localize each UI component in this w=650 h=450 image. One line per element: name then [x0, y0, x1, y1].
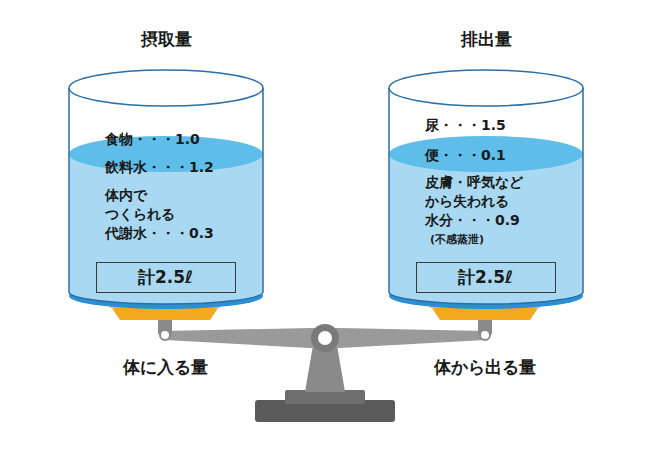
- intake-item: 体内で つくられる 代謝水・・・0.3: [105, 186, 217, 243]
- scale-beam: [165, 328, 485, 348]
- total-amount: 計2.5ℓ: [138, 266, 193, 289]
- intake-item: 飲料水・・・1.2: [105, 158, 214, 177]
- total-box: 計2.5ℓ: [96, 262, 236, 293]
- output-item: 便・・・0.1: [425, 146, 506, 165]
- total-box: 計2.5ℓ: [416, 262, 556, 293]
- beaker-wall: [389, 88, 583, 304]
- beaker-column: 摂取量食物・・・1.0 飲料水・・・1.2 体内で つくられる 代謝水・・・0.3 計…: [68, 28, 264, 310]
- amount-label: 体に入る量: [123, 356, 208, 379]
- column-heading: 摂取量: [141, 28, 192, 51]
- scale-base-top: [285, 390, 365, 404]
- scale-post: [305, 345, 345, 392]
- output-item: 皮膚・呼気など から失われる 水分・・・0.9: [425, 173, 529, 230]
- beaker-rim: [389, 70, 583, 106]
- column-heading: 排出量: [461, 28, 512, 51]
- output-item: 尿・・・1.5: [425, 116, 506, 135]
- beaker-column: 排出量尿・・・1.5 便・・・0.1 皮膚・呼気など から失われる 水分・・・0.9…: [388, 28, 584, 310]
- water-body: [389, 154, 583, 304]
- scale-pivot: [311, 324, 339, 352]
- intake-item: 食物・・・1.0: [105, 130, 200, 149]
- pan-pin: [480, 330, 490, 340]
- scale-pivot-hole: [318, 331, 332, 345]
- pan-pin: [160, 330, 170, 340]
- beaker-rim: [69, 70, 263, 106]
- output-note: (不感蒸泄): [430, 233, 484, 248]
- water-surface: [389, 136, 583, 172]
- water-body: [69, 154, 263, 304]
- total-amount: 計2.5ℓ: [458, 266, 513, 289]
- beaker-wall: [69, 88, 263, 304]
- amount-label: 体から出る量: [434, 356, 536, 379]
